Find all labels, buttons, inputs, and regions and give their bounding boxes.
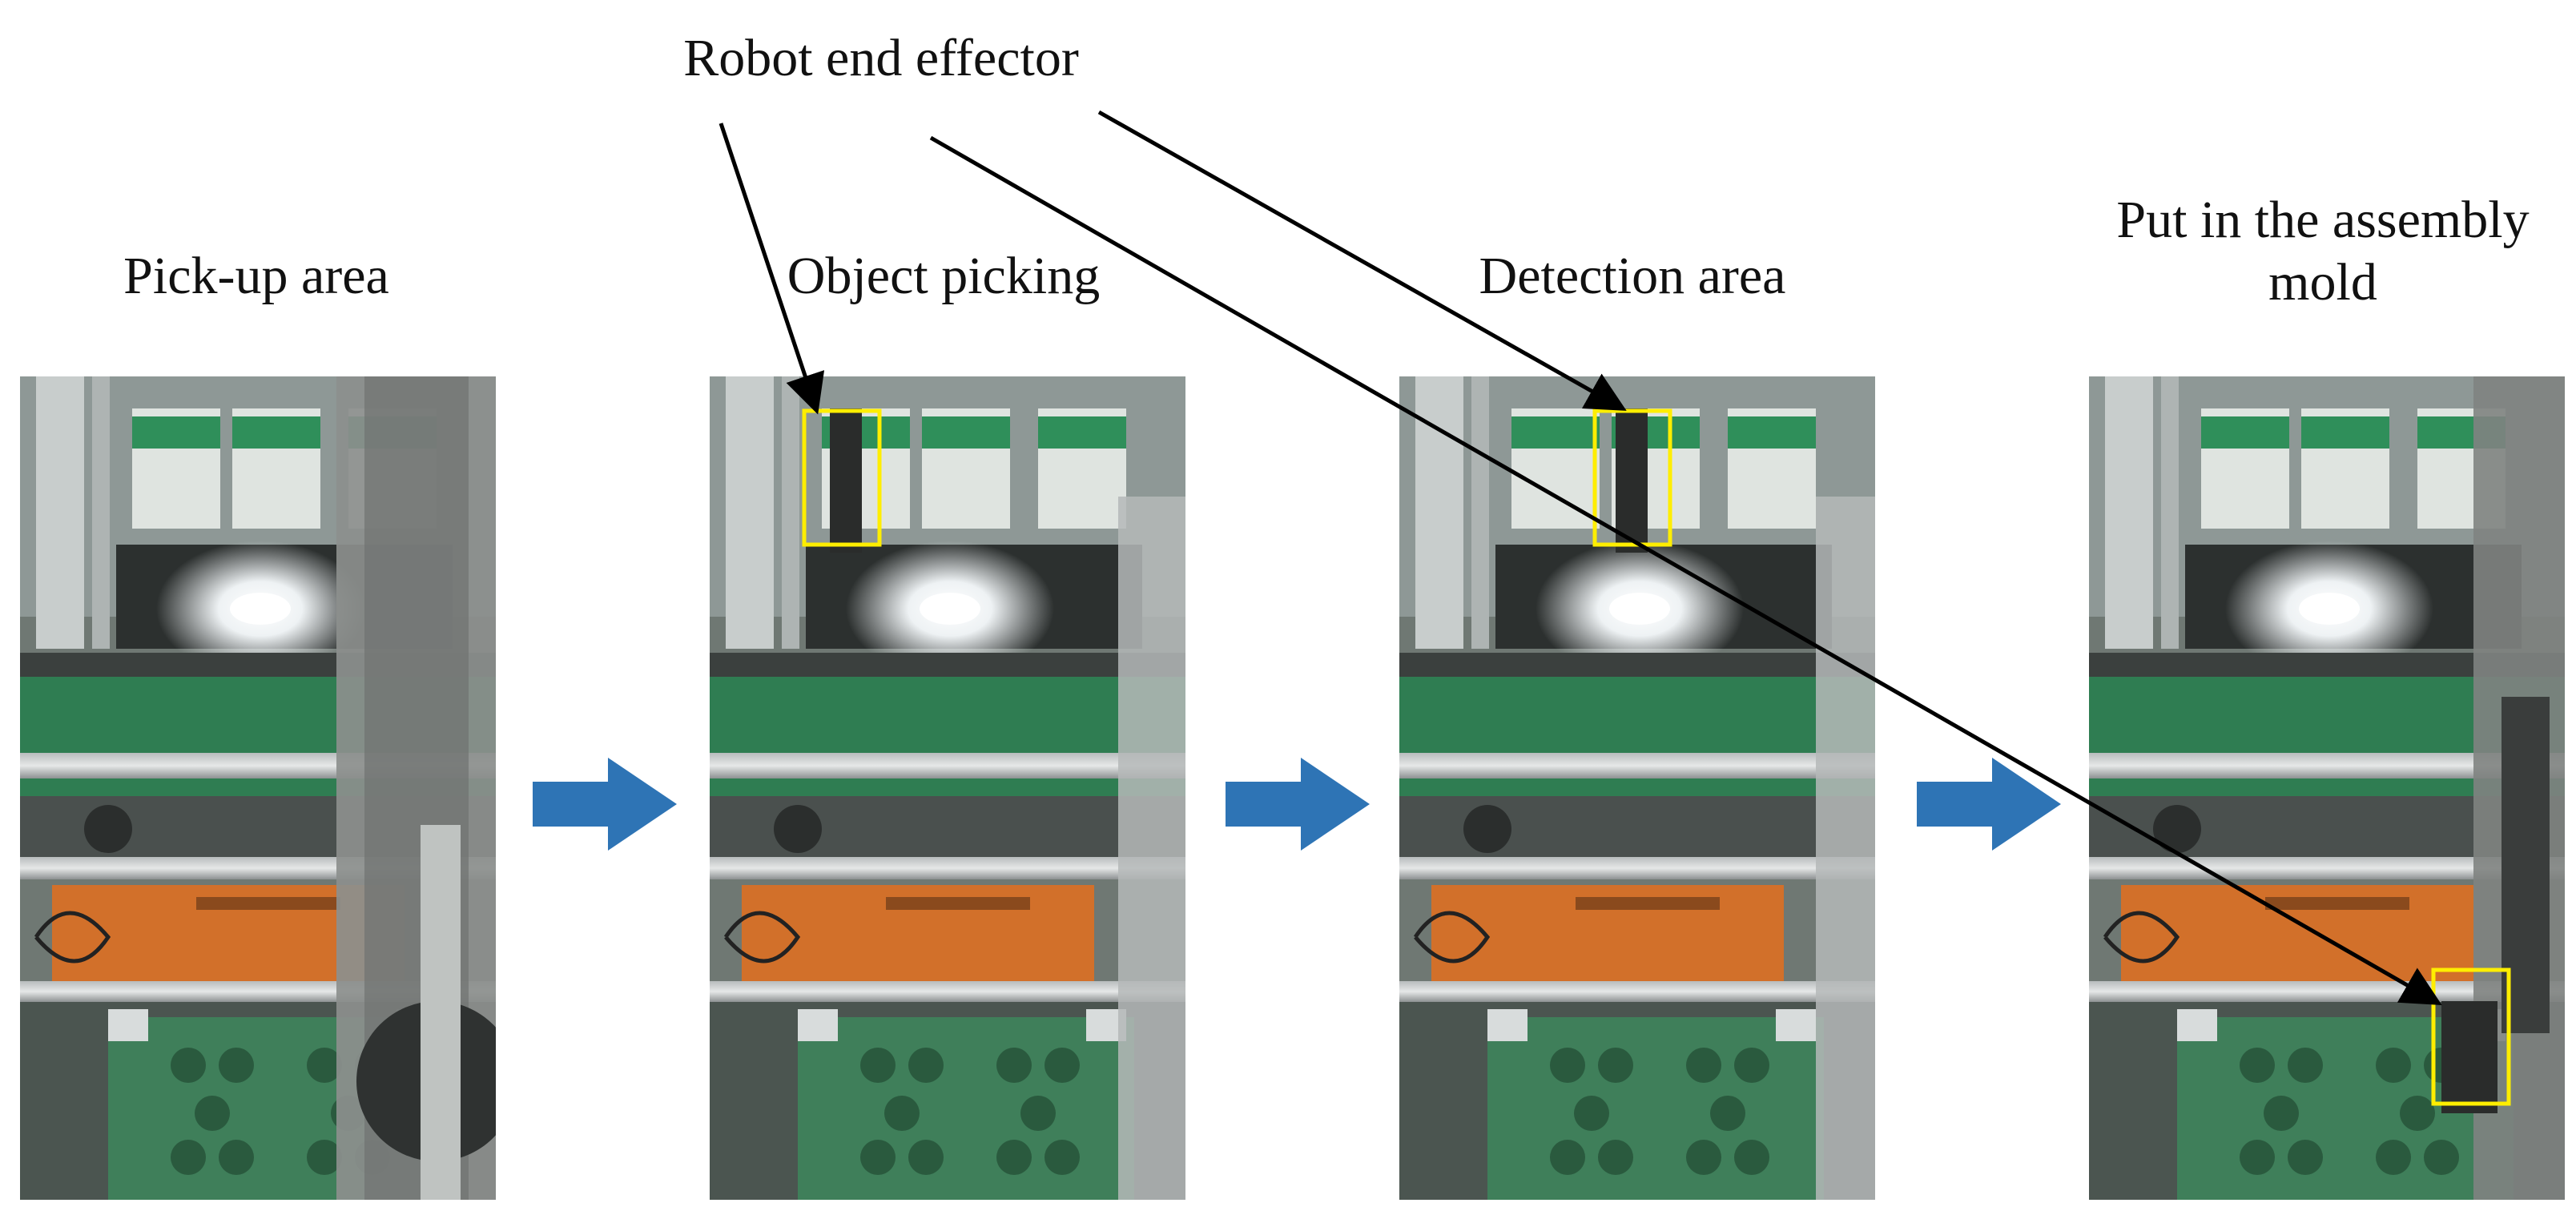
step-title-assembly-line2: mold — [2268, 253, 2377, 312]
step-title-picking: Object picking — [787, 247, 1101, 305]
photo-detection-area — [1399, 376, 1875, 1200]
callout-line-picking — [718, 123, 825, 415]
highlight-box-assembly — [2431, 968, 2511, 1106]
step-title-assembly-line1: Put in the assembly — [2116, 191, 2530, 249]
highlight-box-detection — [1592, 408, 1672, 547]
flow-arrow-3 — [1917, 758, 2061, 851]
photo-assembly-mold — [2089, 376, 2565, 1200]
step-title-assembly: Put in the assembly mold — [2051, 189, 2576, 314]
callout-line-detection — [1097, 110, 1627, 411]
step-title-detection: Detection area — [1479, 247, 1786, 305]
annotation-label: Robot end effector — [683, 29, 1079, 87]
highlight-box-picking — [802, 408, 882, 547]
step-title-pickup: Pick-up area — [123, 247, 389, 305]
photo-object-picking — [710, 376, 1185, 1200]
flow-arrow-1 — [533, 758, 677, 851]
callout-line-assembly — [929, 135, 2442, 1005]
photo-pickup-area — [20, 376, 496, 1200]
flow-arrow-2 — [1226, 758, 1370, 851]
